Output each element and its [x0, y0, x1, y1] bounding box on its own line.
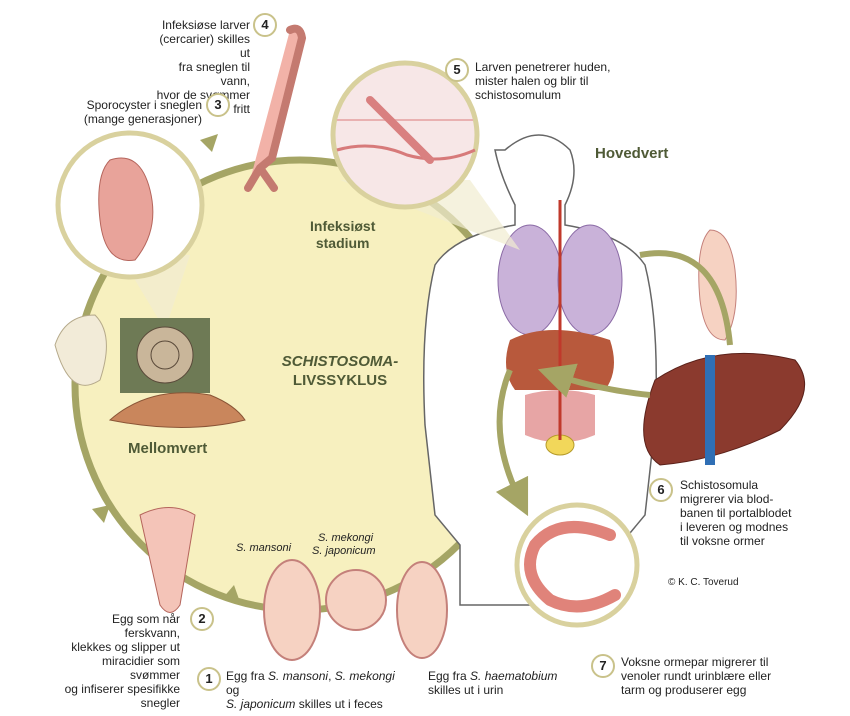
step1-badge: 1: [197, 667, 221, 691]
step2-text: Egg som når ferskvann,klekkes og slipper…: [64, 612, 180, 710]
species-mekongi: S. mekongi: [318, 532, 374, 544]
cycle-arrowhead-1: [222, 585, 240, 602]
miracidium: [139, 507, 196, 613]
step7-badge: 7: [591, 654, 615, 678]
step5-text: Larven penetrerer huden,mister halen og …: [475, 60, 611, 102]
step3-text: Sporocyster i sneglen(mange generasjoner…: [83, 98, 202, 126]
cercaria-larva: [244, 24, 307, 192]
egg-mansoni: [263, 559, 321, 661]
haematobium-text: Egg fra S. haematobium skilles ut i urin: [428, 669, 558, 697]
copyright: © K. C. Toverud: [668, 577, 739, 588]
step6-badge: 6: [649, 478, 673, 502]
species-japonicum: S. japonicum: [312, 545, 376, 557]
step2-badge: 2: [190, 607, 214, 631]
sporocyst-inset: [55, 130, 205, 330]
liver-illustration: [643, 229, 806, 466]
snail-images: [54, 314, 246, 428]
cycle-arrowhead-3: [200, 134, 218, 152]
arrow-host-to-liver: [639, 250, 733, 346]
arrow-liver-to-body: [537, 363, 651, 398]
cycle-arrowhead-2: [92, 505, 110, 523]
egg-haematobium: [396, 561, 448, 659]
center-title: SCHISTOSOMA-LIVSSYKLUS: [281, 353, 399, 389]
egg-mekongi-japonicum: [325, 569, 387, 631]
step5-badge: 5: [445, 58, 469, 82]
species-mansoni: S. mansoni: [236, 542, 292, 554]
arrow-body-to-worms: [495, 368, 529, 517]
step4-badge: 4: [253, 13, 277, 37]
adult-worm-inset: [514, 502, 640, 628]
mellomvert-label: Mellomvert: [128, 440, 208, 457]
step3-badge: 3: [206, 93, 230, 117]
hovedvert-label: Hovedvert: [595, 145, 669, 162]
step1-text: Egg fra S. mansoni, S. mekongi og S. jap…: [226, 669, 395, 711]
cycle-circle: [75, 160, 525, 610]
skin-penetration-inset: [330, 60, 520, 250]
